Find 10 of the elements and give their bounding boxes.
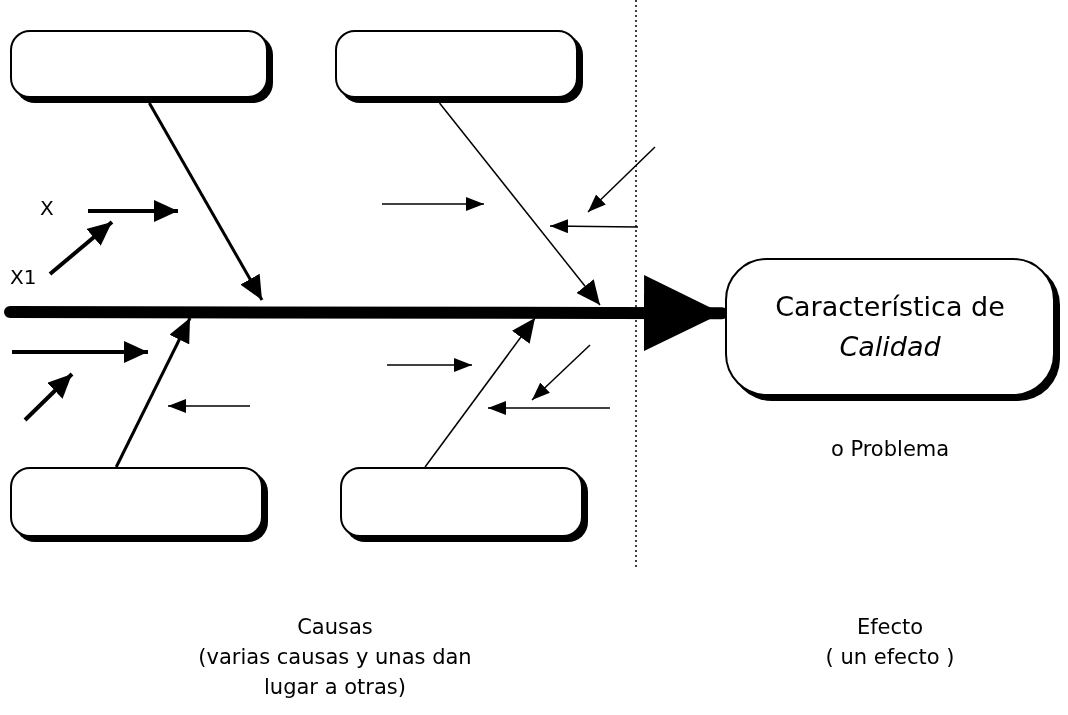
- caption-heading: Causas: [296, 614, 374, 641]
- bone-arrow: [424, 317, 536, 468]
- label-text: X1: [10, 264, 38, 291]
- label-text: X: [40, 195, 55, 222]
- caption-text: (varias causas y unas dan lugar a otras): [197, 644, 473, 701]
- caption-text: o Problema: [829, 436, 951, 463]
- bone-arrow: [114, 317, 192, 468]
- caption-text: ( un efecto ): [824, 644, 956, 671]
- caption-heading: Efecto: [855, 614, 925, 641]
- bone-arrow: [148, 102, 264, 301]
